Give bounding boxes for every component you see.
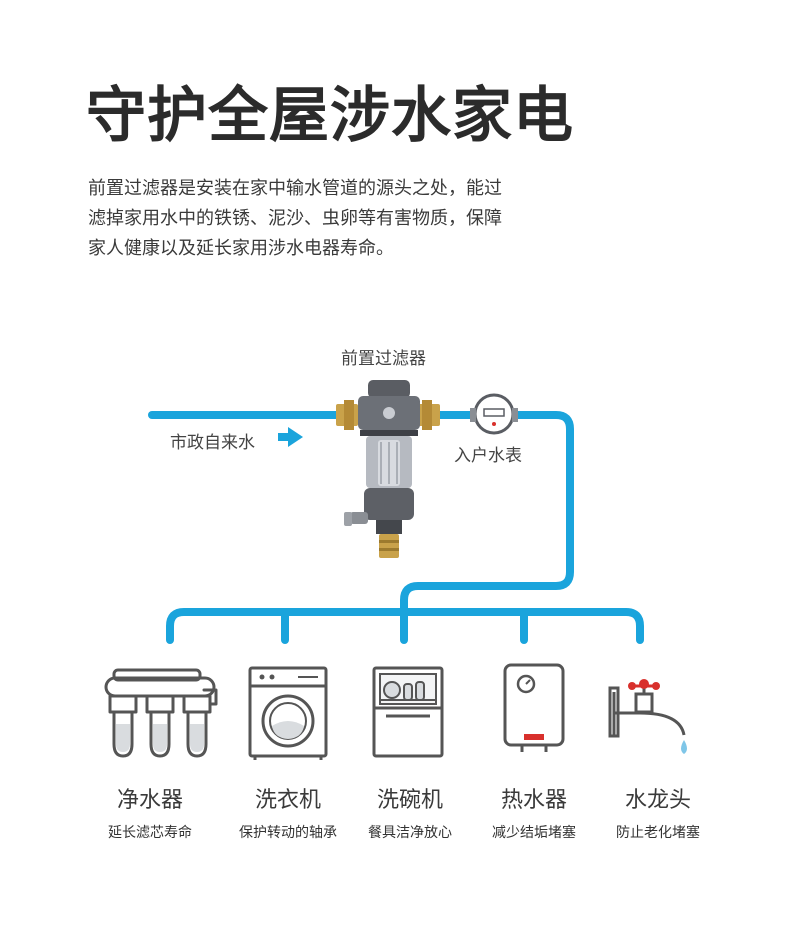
water-meter-icon	[470, 393, 518, 435]
description-line: 家人健康以及延长家用涉水电器寿命。	[88, 238, 394, 259]
appliance-desc: 防止老化堵塞	[616, 825, 700, 841]
appliance-name: 水龙头	[624, 788, 691, 813]
washing-machine-icon	[248, 666, 328, 760]
description-line: 滤掉家用水中的铁锈、泥沙、虫卵等有害物质，保障	[88, 208, 502, 229]
appliance-desc: 减少结垢堵塞	[492, 825, 576, 841]
water-purifier-icon	[104, 668, 218, 758]
description: 前置过滤器是安装在家中输水管道的源头之处，能过 滤掉家用水中的铁锈、泥沙、虫卵等…	[88, 174, 558, 264]
appliance-name: 热水器	[500, 788, 567, 813]
flow-arrow-icon	[278, 427, 303, 447]
supply-pipe	[148, 411, 644, 644]
water-heater-icon	[503, 663, 565, 752]
appliance-desc: 保护转动的轴承	[239, 825, 337, 841]
appliance-name: 洗碗机	[376, 788, 443, 813]
dishwasher-icon	[372, 666, 444, 758]
faucet-icon	[608, 679, 687, 754]
appliance-desc: 延长滤芯寿命	[108, 825, 192, 841]
filter-label: 前置过滤器	[341, 349, 426, 369]
appliance-name: 净水器	[116, 788, 183, 813]
meter-label: 入户水表	[454, 446, 522, 466]
page-title: 守护全屋涉水家电	[86, 81, 574, 151]
city-water-label: 市政自来水	[170, 433, 255, 453]
appliance-name: 洗衣机	[254, 788, 321, 813]
pre-filter-icon	[336, 380, 440, 558]
appliance-desc: 餐具洁净放心	[368, 825, 452, 841]
description-line: 前置过滤器是安装在家中输水管道的源头之处，能过	[88, 178, 502, 199]
